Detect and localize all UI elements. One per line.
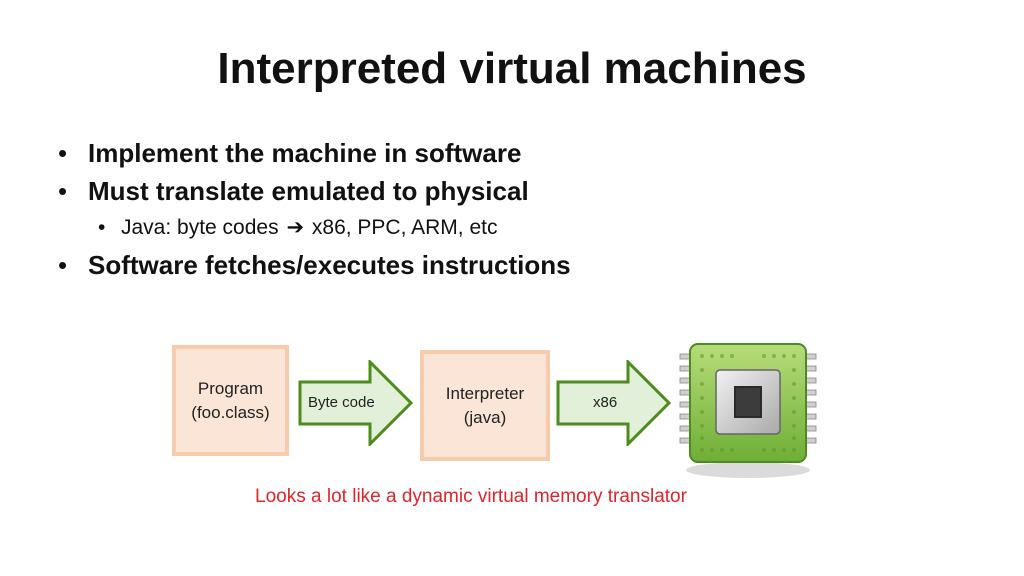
interpreter-label: Interpreter (445, 383, 525, 403)
bullet-dot: • (58, 138, 68, 168)
bytecode-arrow: Byte code (298, 358, 414, 448)
bullet-dot: • (58, 250, 68, 280)
sub-bullet-left: Java: byte codes (121, 216, 279, 239)
bullet-dot: • (58, 176, 68, 206)
arrow-shape (298, 358, 414, 448)
bullet-item: • Must translate emulated to physical (58, 172, 571, 210)
program-label: Program (197, 378, 264, 398)
arrow-label: Byte code (308, 394, 375, 411)
caption: Looks a lot like a dynamic virtual memor… (255, 486, 687, 507)
program-sublabel: (foo.class) (191, 402, 270, 422)
bullet-item: • Software fetches/executes instructions (58, 246, 571, 284)
arrow-shape (556, 358, 672, 448)
right-arrow-icon: ➔ (286, 216, 305, 239)
interpreter-box: Interpreter (java) (420, 350, 550, 461)
program-box: Program (foo.class) (172, 345, 289, 456)
bullet-text: Software fetches/executes instructions (88, 250, 571, 280)
bullet-item: • Implement the machine in software (58, 134, 571, 172)
cpu-chip-icon (678, 340, 818, 485)
interpreter-sublabel: (java) (463, 407, 507, 427)
bullet-text: Implement the machine in software (88, 138, 522, 168)
x86-arrow: x86 (556, 358, 672, 448)
bullet-dot: • (98, 216, 106, 239)
slide-title: Interpreted virtual machines (217, 44, 807, 93)
bullet-text: Must translate emulated to physical (88, 176, 529, 206)
sub-bullet-right: x86, PPC, ARM, etc (311, 216, 498, 239)
bullet-list: • Implement the machine in software • Mu… (58, 134, 571, 284)
arrow-label: x86 (593, 394, 618, 411)
sub-bullet-item: • Java: byte codes ➔ x86, PPC, ARM, etc (58, 210, 571, 246)
